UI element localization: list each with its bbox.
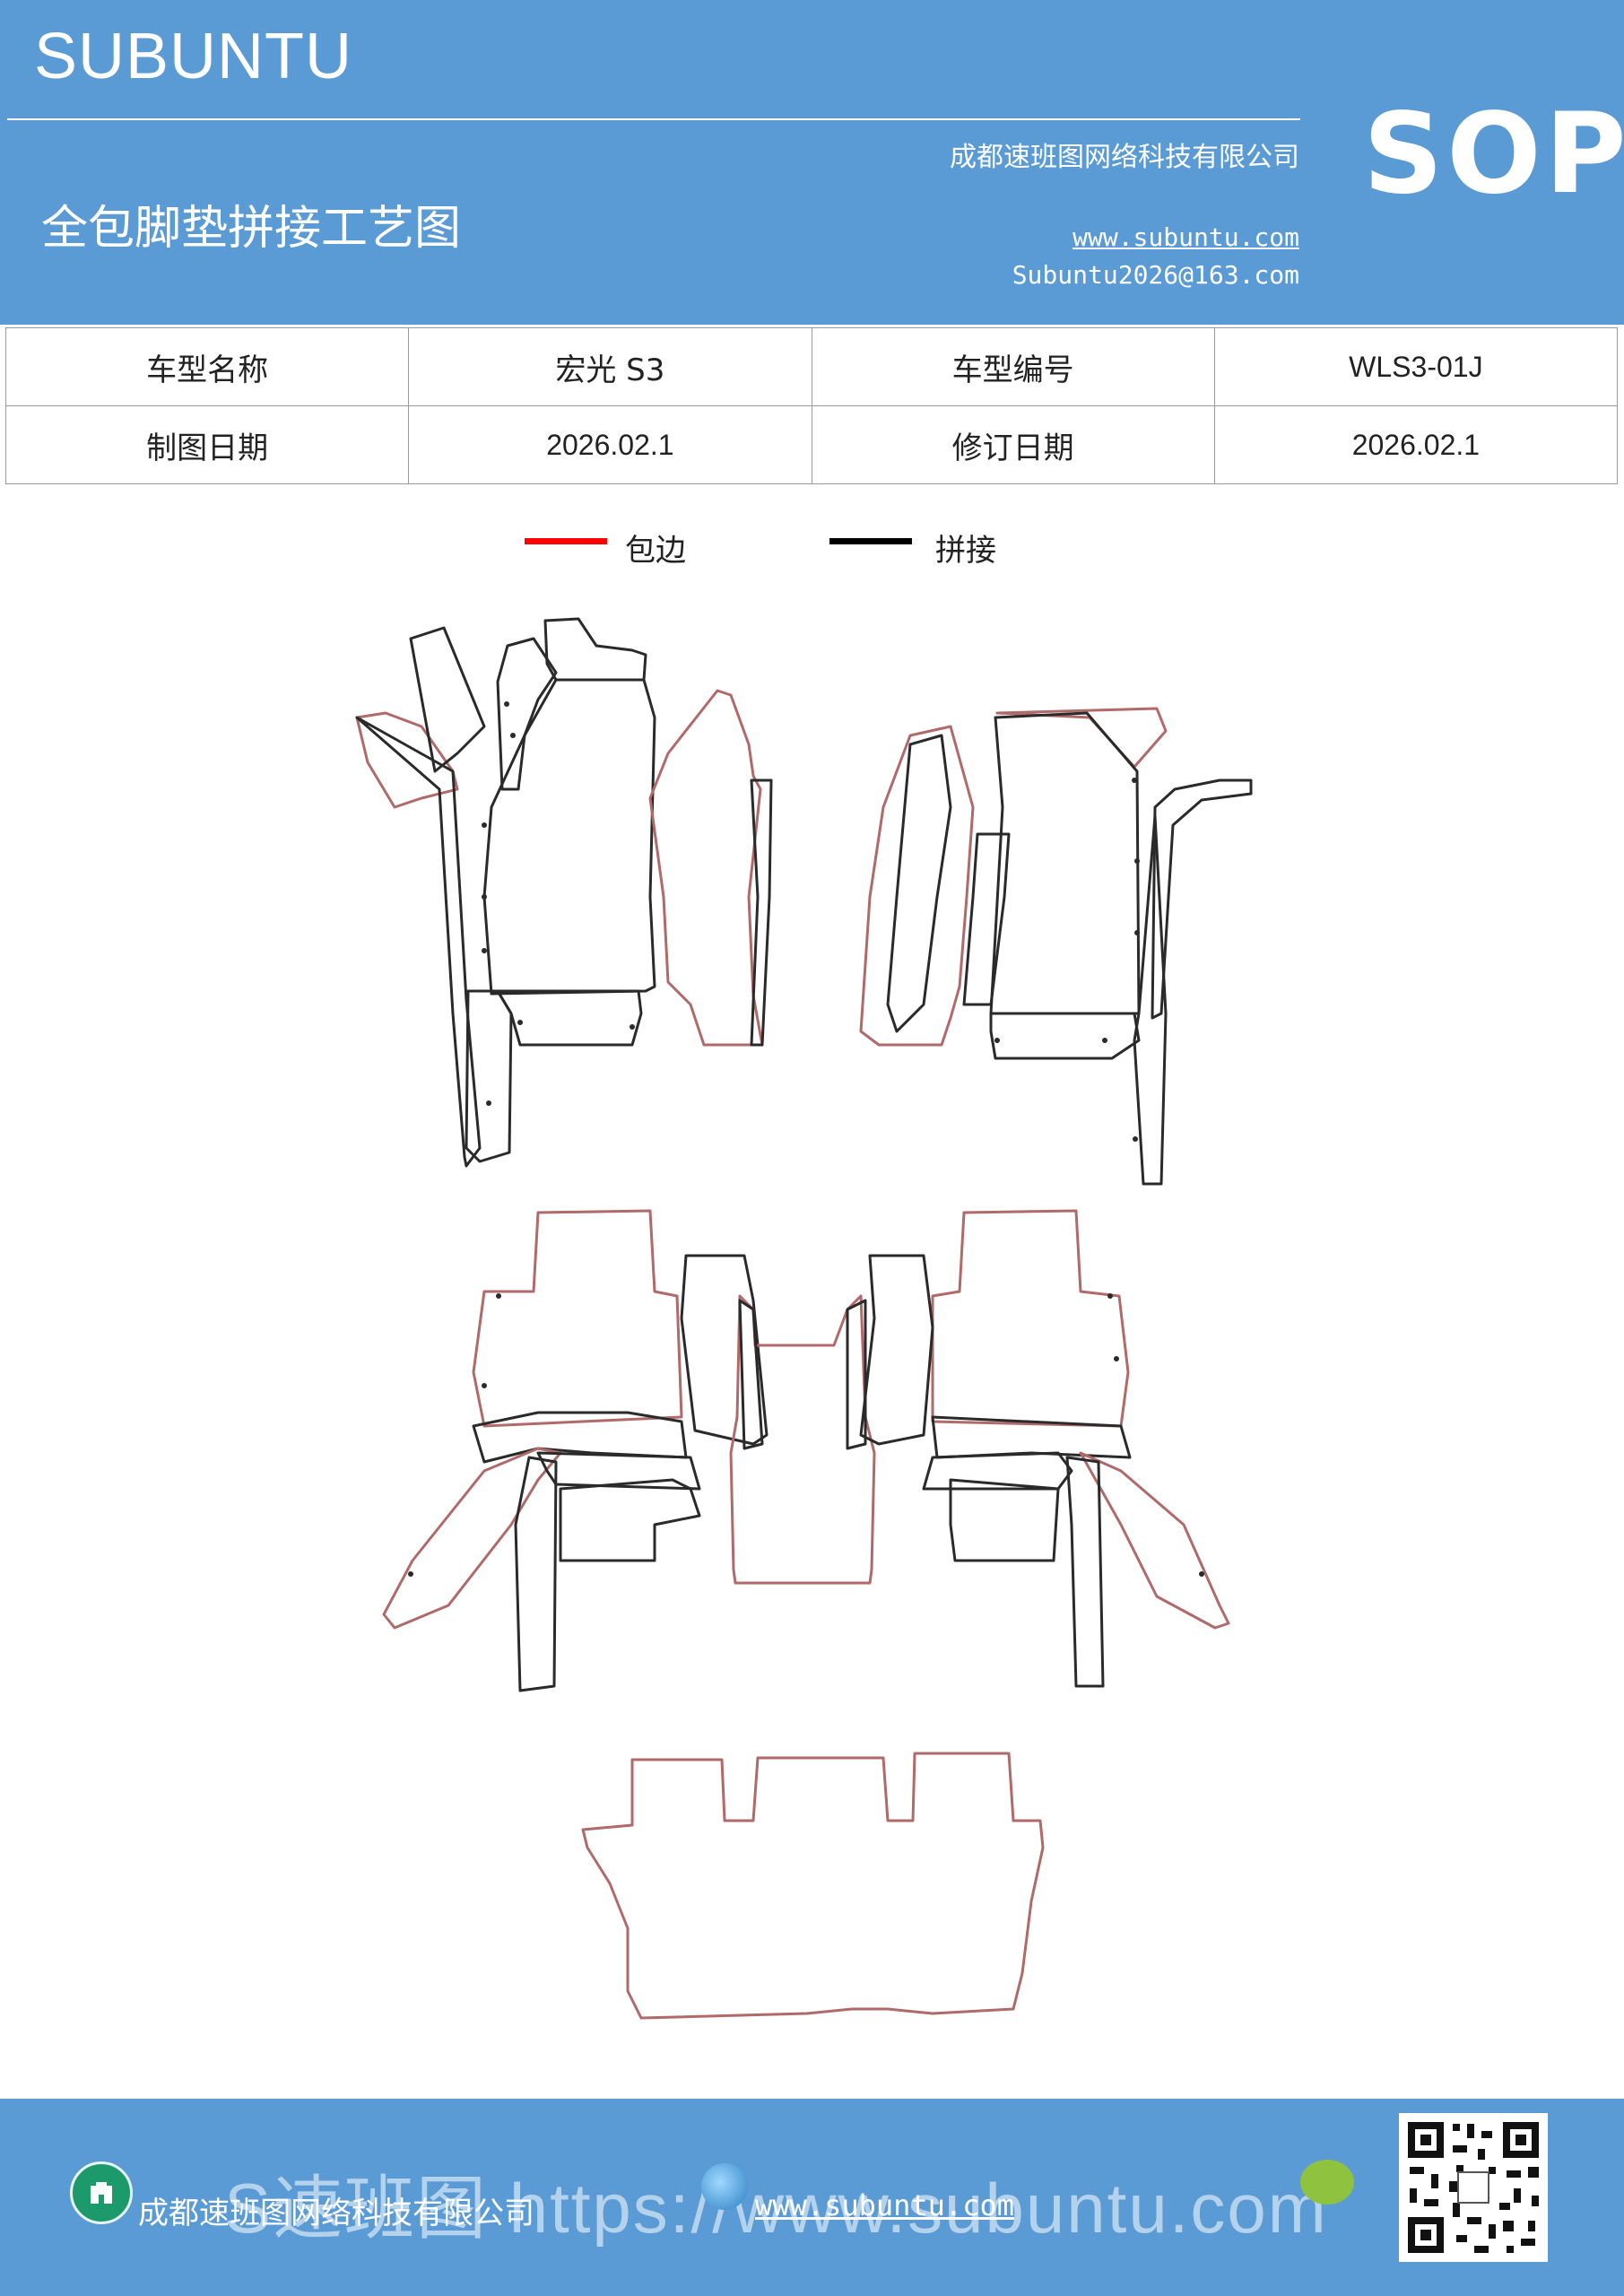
model-name-value: 宏光 S3 <box>408 327 812 406</box>
draw-date-label: 制图日期 <box>4 405 410 484</box>
mat-piece <box>949 1478 1060 1562</box>
footer-watermark: S速班图 https://www.subuntu.com <box>224 2169 1328 2248</box>
mat-piece <box>648 689 764 1047</box>
legend: 包边 拼接 <box>525 529 1063 569</box>
mat-piece <box>496 989 643 1047</box>
company-name: 成都速班图网络科技有限公司 <box>950 142 1299 173</box>
model-name-label: 车型名称 <box>4 327 410 406</box>
header-band: SUBUNTU 全包脚垫拼接工艺图 成都速班图网络科技有限公司 www.subu… <box>0 0 1624 325</box>
model-code-value: WLS3-01J <box>1213 327 1619 406</box>
mat-piece <box>995 707 1168 769</box>
building-icon <box>70 2161 133 2224</box>
floor-mat-diagram <box>355 617 1253 2020</box>
table-row: 车型名称 宏光 S3 车型编号 WLS3-01J <box>4 327 1619 406</box>
mat-piece <box>1079 1451 1230 1630</box>
center-tunnel-mat <box>729 1294 876 1585</box>
mat-piece <box>989 1012 1141 1060</box>
mat-piece <box>738 1299 764 1450</box>
table-row: 制图日期 2026.02.1 修订日期 2026.02.1 <box>4 405 1619 484</box>
revise-date-label: 修订日期 <box>811 405 1215 484</box>
mat-piece <box>680 1254 769 1446</box>
mat-piece <box>581 1752 1045 2020</box>
draw-date-value: 2026.02.1 <box>408 405 812 484</box>
fastener-dots <box>408 701 1204 1577</box>
front-left-mats <box>355 617 773 1168</box>
qr-code[interactable] <box>1399 2113 1548 2262</box>
legend-edge-swatch <box>525 538 607 544</box>
mat-piece <box>514 1456 558 1692</box>
mat-piece <box>859 1254 934 1446</box>
mat-piece <box>543 617 647 682</box>
footer-website-link[interactable]: www.subuntu.com <box>755 2188 1014 2222</box>
mat-piece <box>472 1209 683 1428</box>
mat-piece <box>922 1451 1073 1491</box>
middle-right-mats <box>859 1209 1230 1688</box>
mat-piece <box>886 734 952 1033</box>
legend-join-label: 拼接 <box>935 533 996 569</box>
mat-piece <box>536 1451 701 1491</box>
model-code-label: 车型编号 <box>811 327 1215 406</box>
mat-piece <box>989 711 1141 1015</box>
mat-piece <box>482 678 656 996</box>
globe-icon <box>701 2163 748 2210</box>
mat-piece <box>846 1299 867 1450</box>
info-table: 车型名称 宏光 S3 车型编号 WLS3-01J 制图日期 2026.02.1 … <box>4 327 1619 484</box>
legend-edge-label: 包边 <box>625 533 686 569</box>
front-right-mats <box>859 707 1253 1186</box>
mat-piece <box>355 716 482 1168</box>
mat-piece <box>1151 778 1253 1020</box>
website-link[interactable]: www.subuntu.com <box>1073 222 1299 252</box>
mat-piece <box>859 725 975 1047</box>
middle-left-mats <box>382 1209 769 1692</box>
brand-name: SUBUNTU <box>34 21 353 92</box>
mat-piece <box>409 626 486 773</box>
mat-piece <box>962 832 1011 1006</box>
header-divider <box>7 118 1300 120</box>
mat-piece <box>1065 1456 1105 1688</box>
email-address: Subuntu2026@163.com <box>1012 260 1299 290</box>
mat-piece <box>1133 814 1168 1186</box>
sop-badge: SOP <box>1363 90 1624 219</box>
mat-piece <box>465 989 513 1163</box>
legend-join-swatch <box>829 538 912 544</box>
revise-date-value: 2026.02.1 <box>1213 405 1619 484</box>
wechat-icon <box>1300 2160 1354 2205</box>
document-title: 全包脚垫拼接工艺图 <box>41 202 462 256</box>
mat-piece <box>559 1478 701 1562</box>
mat-piece <box>729 1294 876 1585</box>
rear-mat <box>581 1752 1045 2020</box>
footer-band: S速班图 https://www.subuntu.com 成都速班图网络科技有限… <box>0 2099 1624 2296</box>
footer-company: 成都速班图网络科技有限公司 <box>138 2196 534 2231</box>
mat-piece <box>750 778 773 1047</box>
mat-piece <box>931 1209 1130 1428</box>
mat-piece <box>382 1447 562 1630</box>
mat-piece <box>355 711 459 809</box>
